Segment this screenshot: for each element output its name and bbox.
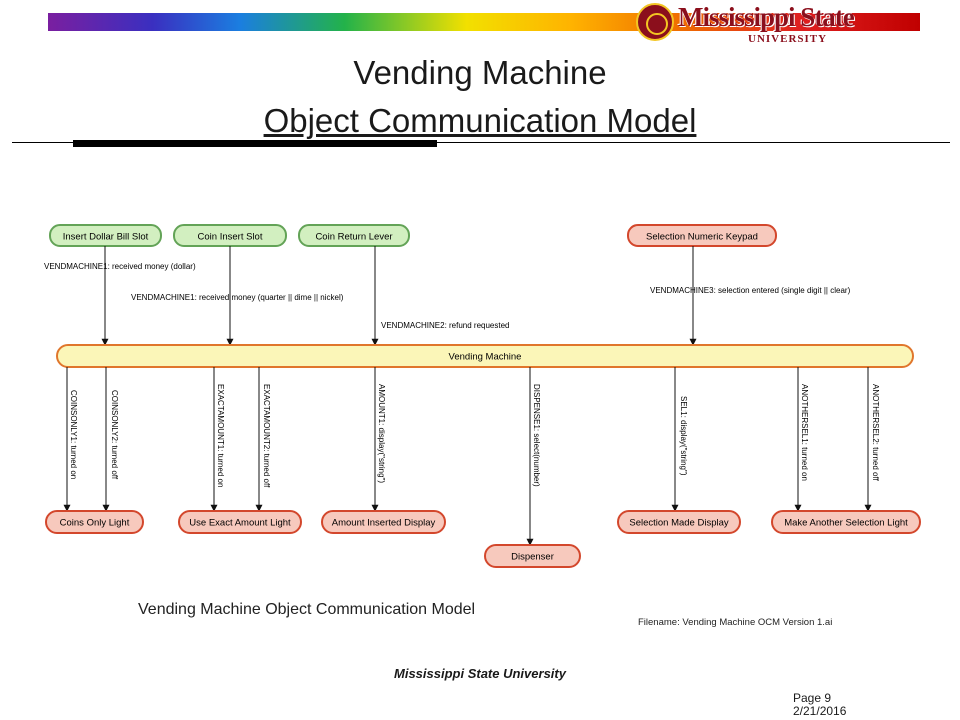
source-coin-slot: Coin Insert Slot: [173, 224, 287, 247]
diagram-caption: Vending Machine Object Communication Mod…: [138, 601, 475, 618]
event-label-sel1: SEL1: display("string"): [679, 396, 688, 476]
event-label-anothersel2: ANOTHERSEL2: turned off: [871, 384, 880, 482]
target-amount-inserted-display: Amount Inserted Display: [321, 510, 446, 534]
target-label: Make Another Selection Light: [784, 518, 908, 529]
target-exact-amount-light: Use Exact Amount Light: [178, 510, 302, 534]
event-label-anothersel1: ANOTHERSEL1: turned on: [800, 384, 809, 481]
target-label: Amount Inserted Display: [332, 518, 436, 529]
target-label: Coins Only Light: [60, 518, 130, 529]
logo-wordmark: Mississippi State: [678, 2, 855, 32]
event-label-coinsonly2: COINSONLY2: turned off: [110, 390, 119, 480]
target-coins-only-light: Coins Only Light: [45, 510, 144, 534]
title-accent-bar: [73, 140, 437, 147]
vending-machine-object: Vending Machine: [56, 344, 914, 368]
source-coin-return-lever: Coin Return Lever: [298, 224, 410, 247]
event-label-exact1: EXACTAMOUNT1: turned on: [216, 384, 225, 487]
source-label: Insert Dollar Bill Slot: [63, 232, 149, 243]
event-label-vm3: VENDMACHINE3: selection entered (single …: [650, 286, 851, 295]
target-label: Selection Made Display: [629, 518, 729, 529]
event-label-vm1-dollar: VENDMACHINE1: received money (dollar): [44, 262, 196, 271]
slide-title-line2: Object Communication Model: [263, 102, 697, 139]
university-logo: Mississippi State UNIVERSITY: [636, 2, 855, 52]
diagram-filename: Filename: Vending Machine OCM Version 1.…: [638, 617, 832, 628]
university-seal-icon: [636, 3, 674, 41]
source-label: Selection Numeric Keypad: [646, 232, 758, 243]
target-label: Dispenser: [511, 552, 554, 563]
source-dollar-slot: Insert Dollar Bill Slot: [49, 224, 162, 247]
event-label-vm1-coins: VENDMACHINE1: received money (quarter ||…: [131, 293, 344, 302]
target-make-another-selection-light: Make Another Selection Light: [771, 510, 921, 534]
central-object-label: Vending Machine: [449, 352, 522, 363]
footer-institution: Mississippi State University: [394, 666, 566, 681]
slide-title-line1: Vending Machine: [353, 54, 607, 91]
title-rule: [12, 142, 950, 143]
source-label: Coin Return Lever: [315, 232, 392, 243]
event-label-exact2: EXACTAMOUNT2: turned off: [262, 384, 271, 488]
event-label-dispense1: DISPENSE1: select(number): [532, 384, 541, 487]
page-number: Page 9: [793, 691, 832, 705]
page-date: 2/21/2016: [793, 704, 847, 718]
event-label-coinsonly1: COINSONLY1: turned on: [69, 390, 78, 479]
page-info: Page 9 2/21/2016: [793, 692, 846, 718]
source-label: Coin Insert Slot: [198, 232, 263, 243]
source-numeric-keypad: Selection Numeric Keypad: [627, 224, 777, 247]
target-dispenser: Dispenser: [484, 544, 581, 568]
rainbow-header-stripe: [48, 13, 920, 31]
event-label-vm2: VENDMACHINE2: refund requested: [381, 321, 510, 330]
event-label-amount1: AMOUNT1: display("string"): [377, 384, 386, 483]
logo-subtext: UNIVERSITY: [748, 33, 828, 45]
target-label: Use Exact Amount Light: [189, 518, 291, 529]
target-selection-made-display: Selection Made Display: [617, 510, 741, 534]
